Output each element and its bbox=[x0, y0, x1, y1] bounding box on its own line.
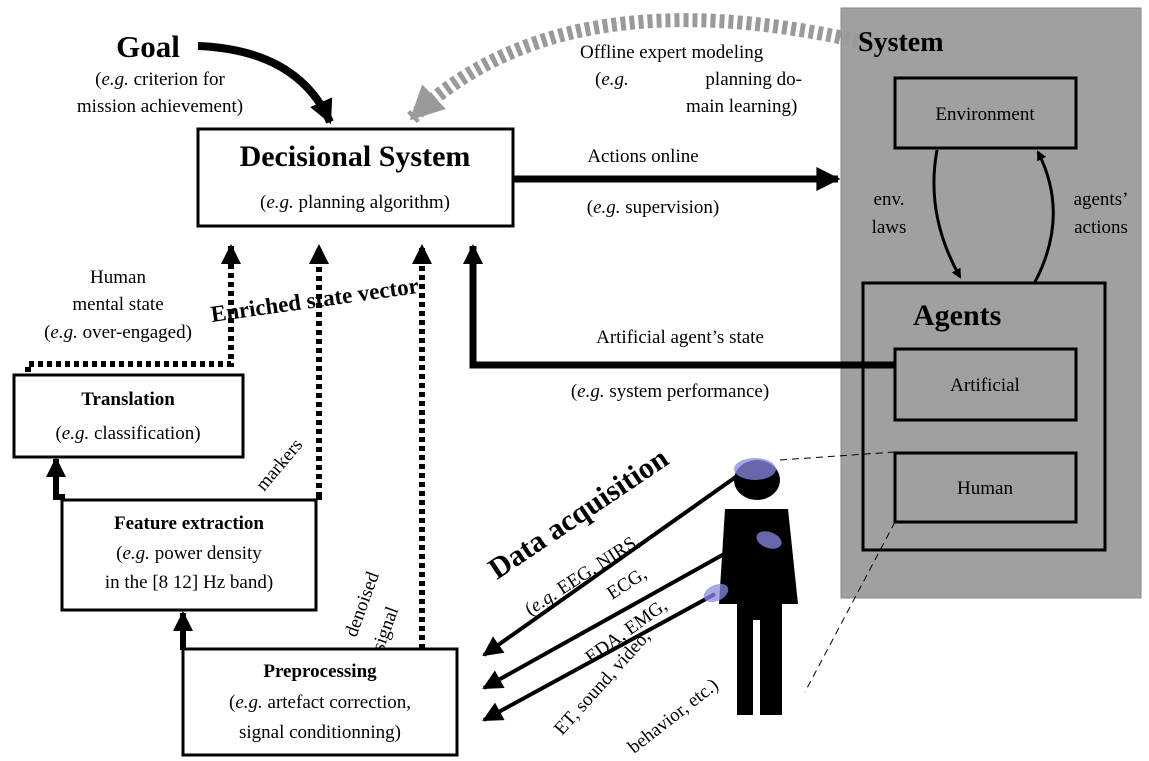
offline-line-1: Offline expert modeling bbox=[580, 42, 764, 63]
feature-title: Feature extraction bbox=[114, 513, 264, 534]
human-silhouette-icon bbox=[719, 460, 798, 715]
translation-title: Translation bbox=[81, 389, 175, 410]
agents-actions-text-2: actions bbox=[1074, 217, 1128, 238]
ecg-sensor-icon bbox=[756, 531, 782, 549]
agents-title: Agents bbox=[913, 299, 1001, 332]
markers-label: markers bbox=[252, 435, 307, 495]
offline-line-2a: (e.g. bbox=[595, 69, 629, 90]
artificial-box bbox=[893, 347, 1078, 422]
enriched-label: Enriched state vector bbox=[209, 273, 420, 327]
human-link-bottom bbox=[804, 521, 896, 693]
acquisition-arrow-3 bbox=[482, 592, 716, 722]
env-laws-arrow bbox=[932, 149, 962, 279]
goal-arrow bbox=[197, 42, 334, 125]
acquisition-arrow-2 bbox=[482, 532, 761, 690]
environment-label: Environment bbox=[935, 104, 1035, 125]
eeg-sensor-icon bbox=[734, 458, 776, 480]
eda-sensor-icon bbox=[703, 583, 729, 603]
human-link-top bbox=[779, 451, 896, 461]
feature-line-2: in the [8 12] Hz band) bbox=[105, 572, 273, 593]
artificial-state-arrow bbox=[463, 244, 895, 369]
mental-line-3: (e.g. over-engaged) bbox=[44, 322, 192, 343]
goal-title: Goal bbox=[116, 29, 180, 64]
system-title: System bbox=[858, 27, 944, 58]
artificial-label: Artificial bbox=[950, 375, 1020, 396]
offline-modeling-arrow bbox=[407, 13, 860, 124]
translation-box bbox=[12, 373, 245, 459]
goal-line-2: mission achievement) bbox=[77, 96, 243, 117]
mental-line-1: Human bbox=[90, 267, 146, 288]
mental-line-2: mental state bbox=[72, 294, 163, 315]
denoised-line-2: signal bbox=[368, 604, 403, 654]
offline-line-3: main learning) bbox=[686, 96, 797, 117]
human-label: Human bbox=[957, 478, 1013, 499]
decisional-title: Decisional System bbox=[240, 140, 471, 173]
acquisition-line-5: behavior, etc.) bbox=[624, 675, 722, 758]
preprocessing-line-1: (e.g. artefact correction, bbox=[229, 692, 411, 713]
agents-actions-arrow bbox=[1033, 150, 1055, 283]
offline-line-2b: planning do- bbox=[705, 69, 802, 90]
artificial-state-label: Artificial agent’s state bbox=[596, 327, 764, 348]
acquisition-title: Data acquisition bbox=[482, 441, 674, 586]
preprocessing-box bbox=[181, 647, 459, 757]
goal-line-1: (e.g. criterion for bbox=[95, 69, 225, 90]
feature-box bbox=[60, 498, 318, 612]
env-laws-text-1: env. bbox=[874, 189, 905, 210]
env-laws-text-2: laws bbox=[872, 217, 907, 238]
agents-actions-text-1: agents’ bbox=[1074, 189, 1129, 210]
artificial-state-sub: (e.g. system performance) bbox=[571, 381, 769, 402]
translation-sub: (e.g. classification) bbox=[55, 423, 200, 444]
mental-state-arrow bbox=[25, 244, 241, 372]
actions-label: Actions online bbox=[587, 146, 698, 167]
human-box bbox=[893, 451, 1078, 524]
preprocessing-title: Preprocessing bbox=[263, 661, 377, 682]
preprocessing-line-2: signal conditionning) bbox=[239, 722, 401, 743]
environment-box bbox=[893, 76, 1078, 150]
actions-sub: (e.g. supervision) bbox=[587, 197, 719, 218]
feature-line-1: (e.g. power density bbox=[116, 543, 262, 564]
decisional-sub: (e.g. planning algorithm) bbox=[260, 192, 450, 213]
acquisition-arrow-1 bbox=[482, 472, 742, 657]
